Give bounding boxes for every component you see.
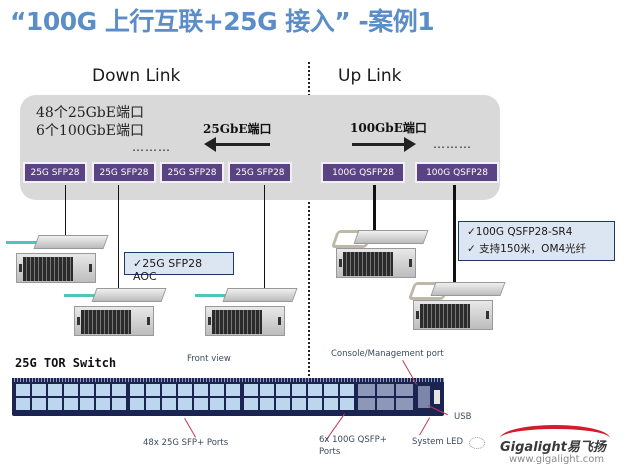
aoc-fiber-icon: [64, 294, 96, 297]
sfp28-transceiver-icon: [91, 288, 167, 302]
downlink-arrow-label: 25GbE端口: [203, 122, 272, 136]
aoc-callout: ✓25G SFP28 AOC: [124, 252, 234, 283]
qsfp-ports-label-line-2: Ports: [319, 447, 341, 457]
tor-switch-label: 25G TOR Switch: [15, 356, 117, 370]
port-badge-100g-1: 100G QSFP28: [321, 162, 405, 183]
aoc-fiber-icon: [195, 294, 227, 297]
gigalight-url: www.gigalight.com: [509, 454, 605, 465]
server-down-2: [64, 288, 167, 340]
usb-label: USB: [454, 412, 472, 422]
sr4-callout: ✓100G QSFP28-SR4 ✓ 支持150米，OM4光纤: [458, 221, 615, 261]
sfp-port-group-3: [244, 384, 356, 410]
port-badge-100g-2: 100G QSFP28: [415, 162, 499, 183]
cable-100g-1: [373, 185, 376, 230]
aoc-fiber-icon: [6, 241, 38, 244]
cable-25g-2: [118, 185, 119, 290]
port-summary: 48个25GbE端口 6个100GbE端口: [36, 104, 144, 140]
server-chassis-icon: [413, 300, 493, 330]
down-link-heading: Down Link: [92, 66, 181, 86]
more-ports-ellipsis-down: ………: [132, 140, 171, 154]
tor-switch-front-panel: [12, 378, 444, 416]
qsfp-ports-label: 6x 100G QSFP+ Ports: [319, 434, 387, 458]
gigalight-swoosh-icon: [500, 425, 610, 441]
cable-100g-2: [453, 185, 456, 282]
sfp-port-group-1: [16, 384, 128, 410]
section-divider: [308, 62, 310, 380]
port-summary-25g: 48个25GbE端口: [36, 105, 144, 121]
port-badge-25g-3: 25G SFP28: [160, 162, 224, 183]
system-led-label: System LED: [412, 437, 464, 447]
management-port: [418, 386, 430, 408]
server-up-1: [326, 230, 429, 282]
server-chassis-icon: [205, 306, 285, 336]
uplink-arrow-label: 100GbE端口: [350, 121, 427, 135]
wechat-icon: [469, 437, 485, 449]
qsfp28-transceiver-icon: [430, 282, 506, 296]
usb-port: [434, 390, 440, 404]
port-badge-25g-1: 25G SFP28: [23, 162, 87, 183]
server-down-1: [6, 235, 109, 287]
arrow-left-icon: [204, 137, 270, 152]
port-summary-100g: 6个100GbE端口: [36, 123, 144, 139]
console-port-label: Console/Management port: [331, 349, 444, 359]
qsfp28-transceiver-icon: [353, 230, 429, 244]
server-up-2: [403, 282, 506, 334]
sfp28-transceiver-icon: [222, 288, 298, 302]
up-link-heading: Up Link: [338, 66, 402, 86]
switch-led-strip: [12, 378, 444, 382]
sfp28-transceiver-icon: [33, 235, 109, 249]
port-badge-25g-4: 25G SFP28: [228, 162, 292, 183]
sr4-callout-line-1: ✓100G QSFP28-SR4: [467, 226, 573, 238]
sfp-ports-label: 48x 25G SFP+ Ports: [143, 438, 229, 448]
qsfp-port-group: [358, 384, 414, 410]
server-chassis-icon: [16, 253, 96, 283]
slide-title: “100G 上行互联+25G 接入” -案例1: [10, 7, 435, 36]
gigalight-logo: Gigalight易飞扬: [500, 440, 606, 455]
server-chassis-icon: [336, 248, 416, 278]
cable-25g-4: [264, 185, 265, 290]
pointer-25g-ports: [184, 418, 196, 438]
qsfp-ports-label-line-1: 6x 100G QSFP+: [319, 435, 387, 445]
server-down-3: [195, 288, 298, 340]
more-ports-ellipsis-up: ………: [433, 137, 472, 151]
pointer-system-led: [419, 417, 430, 436]
server-chassis-icon: [74, 306, 154, 336]
cable-25g-1: [65, 185, 66, 235]
sfp-port-group-2: [130, 384, 242, 410]
arrow-right-icon: [352, 137, 416, 152]
sr4-callout-line-2: ✓ 支持150米，OM4光纤: [467, 243, 587, 255]
front-view-label: Front view: [187, 354, 231, 364]
port-badge-25g-2: 25G SFP28: [92, 162, 156, 183]
